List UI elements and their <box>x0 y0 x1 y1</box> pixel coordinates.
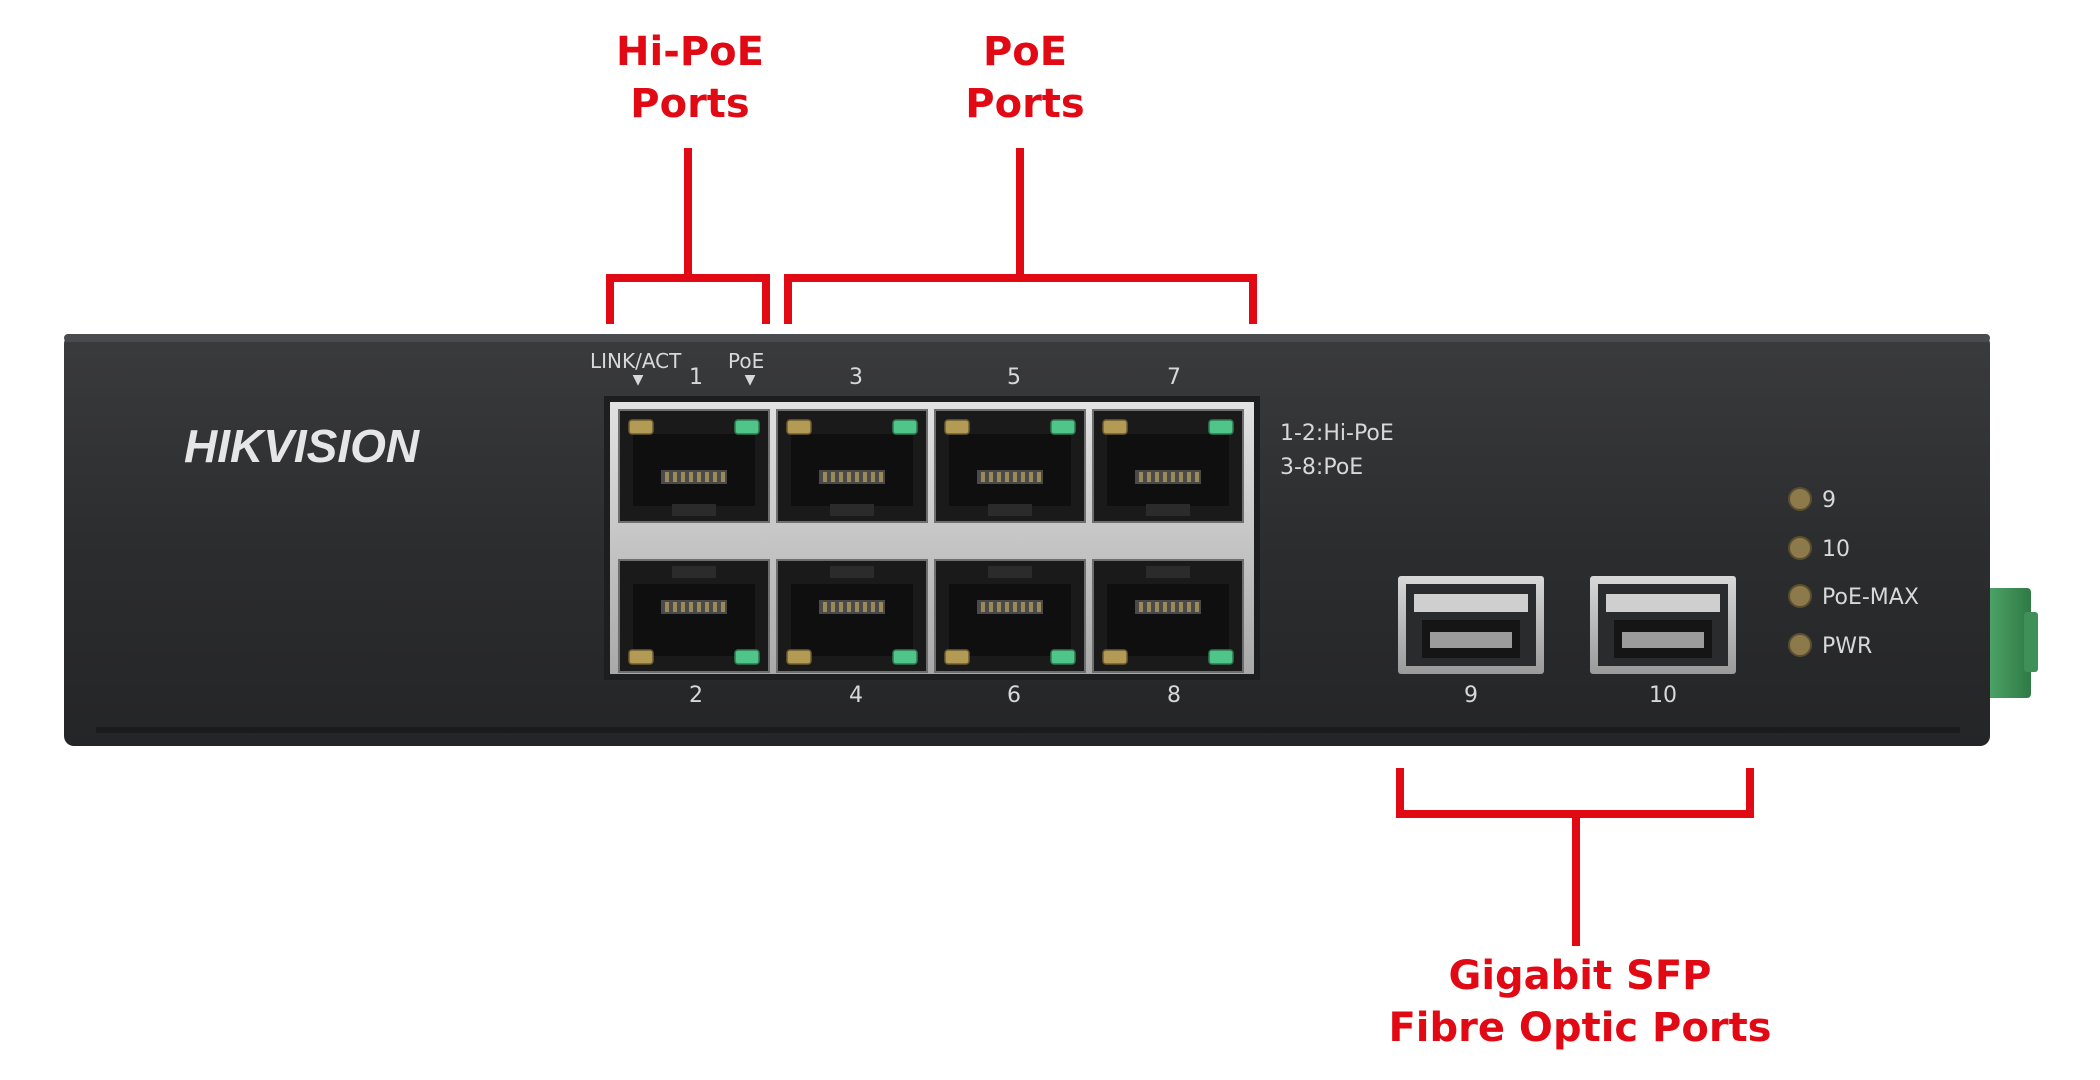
link-led <box>628 649 654 665</box>
poe-legend-line1: 1-2:Hi-PoE <box>1280 421 1394 446</box>
callout-brackets <box>606 148 1754 946</box>
callout-poe-line2: Ports <box>965 81 1085 127</box>
bracket-sfp <box>1396 768 1754 946</box>
port-number-3: 3 <box>849 365 863 390</box>
callout-hi-poe-line2: Ports <box>630 81 750 127</box>
callout-poe-line1: PoE <box>982 29 1068 75</box>
link-led <box>786 419 812 435</box>
bracket-poe <box>784 148 1257 324</box>
port-number-7: 7 <box>1167 365 1181 390</box>
sfp-number-9: 9 <box>1464 683 1478 708</box>
link-led <box>628 419 654 435</box>
port-number-8: 8 <box>1167 683 1181 708</box>
callout-sfp-line1: Gigabit SFP <box>1448 953 1712 999</box>
rj45-port-6 <box>934 559 1086 673</box>
port-number-1: 1 <box>689 365 703 390</box>
led-10 <box>1788 536 1812 560</box>
rj45-port-4 <box>776 559 928 673</box>
callout-hi-poe: Hi-PoE Ports <box>560 26 820 130</box>
rj45-port-3 <box>776 409 928 523</box>
led-poe-max <box>1788 584 1812 608</box>
bracket-hi-poe <box>606 148 770 324</box>
port-number-5: 5 <box>1007 365 1021 390</box>
power-terminal <box>1985 588 2038 698</box>
sfp-port-10 <box>1590 576 1736 674</box>
link-led <box>944 419 970 435</box>
led-pwr <box>1788 633 1812 657</box>
poe-led <box>892 649 918 665</box>
poe-led <box>1050 419 1076 435</box>
link-led <box>786 649 812 665</box>
port-numbers-bottom: 2 4 6 8 <box>689 683 1181 708</box>
rj45-port-1 <box>618 409 770 523</box>
poe-led <box>734 649 760 665</box>
rj45-ports <box>618 409 1244 673</box>
led-label-pwr: PWR <box>1822 634 1872 659</box>
port-numbers-top: 1 3 5 7 <box>689 365 1181 390</box>
poe-led <box>1208 419 1234 435</box>
poe-arrow: ▼ <box>745 372 756 388</box>
sfp-number-10: 10 <box>1649 683 1677 708</box>
poe-legend-line2: 3-8:PoE <box>1280 455 1363 480</box>
poe-led <box>1208 649 1234 665</box>
callout-hi-poe-line1: Hi-PoE <box>616 29 764 75</box>
port-number-2: 2 <box>689 683 703 708</box>
led-9 <box>1788 487 1812 511</box>
poe-led <box>1050 649 1076 665</box>
link-act-arrow: ▼ <box>633 372 644 388</box>
led-label-10: 10 <box>1822 537 1850 562</box>
port-number-6: 6 <box>1007 683 1021 708</box>
sfp-port-9 <box>1398 576 1544 674</box>
link-led <box>1102 649 1128 665</box>
poe-led <box>892 419 918 435</box>
rj45-port-2 <box>618 559 770 673</box>
poe-label: PoE <box>728 349 764 373</box>
callout-poe: PoE Ports <box>895 26 1155 130</box>
link-act-label: LINK/ACT <box>590 349 682 373</box>
callout-sfp-line2: Fibre Optic Ports <box>1388 1005 1772 1051</box>
poe-led <box>734 419 760 435</box>
status-leds: 9 10 PoE-MAX PWR <box>1788 487 1919 659</box>
rj45-port-5 <box>934 409 1086 523</box>
callout-sfp: Gigabit SFP Fibre Optic Ports <box>1330 950 1830 1054</box>
link-led <box>1102 419 1128 435</box>
port-number-4: 4 <box>849 683 863 708</box>
brand-logo: HIKVISION <box>184 420 420 472</box>
led-label-poe-max: PoE-MAX <box>1822 585 1919 610</box>
rj45-port-7 <box>1092 409 1244 523</box>
link-led <box>944 649 970 665</box>
led-label-9: 9 <box>1822 488 1836 513</box>
rj45-port-8 <box>1092 559 1244 673</box>
